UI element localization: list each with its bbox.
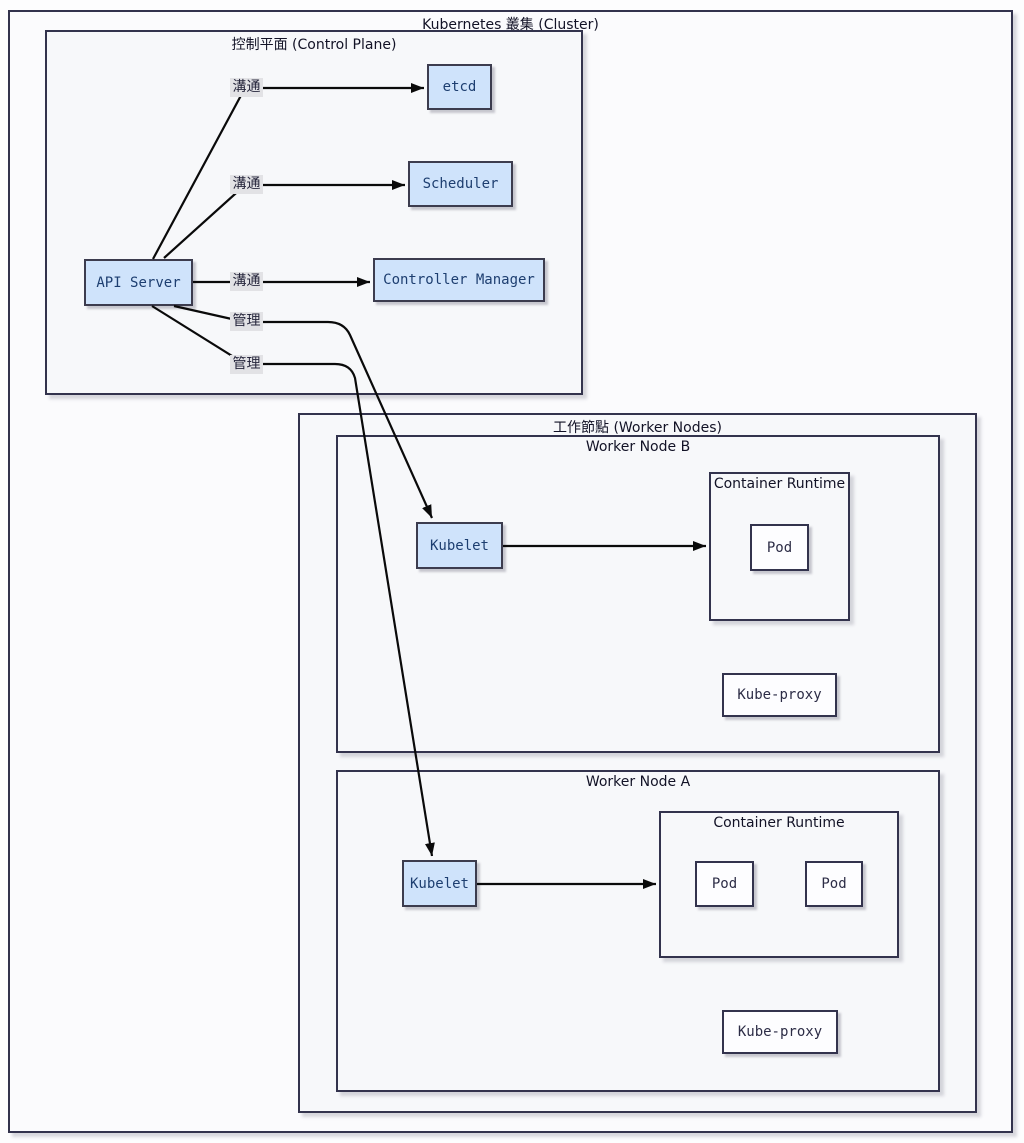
api-server-node: API Server	[84, 259, 193, 306]
pod-a1-node: Pod	[695, 861, 754, 907]
kubelet-b-node: Kubelet	[416, 522, 503, 569]
edge-label-communicate-controller-manager: 溝通	[230, 272, 263, 291]
cluster-title: Kubernetes 叢集 (Cluster)	[422, 17, 599, 33]
worker-node-b-title: Worker Node B	[585, 439, 691, 455]
pod-b-node: Pod	[750, 524, 809, 571]
worker-nodes-title: 工作節點 (Worker Nodes)	[553, 420, 722, 436]
edge-label-manage-kubelet-b: 管理	[230, 312, 263, 331]
kube-proxy-a-node: Kube-proxy	[722, 1010, 838, 1054]
control-plane-box: 控制平面 (Control Plane)	[45, 30, 583, 395]
controller-manager-node: Controller Manager	[373, 258, 545, 302]
edge-label-manage-kubelet-a: 管理	[230, 355, 263, 374]
edge-label-communicate-etcd: 溝通	[230, 78, 263, 97]
scheduler-node: Scheduler	[408, 161, 513, 207]
kubelet-a-node: Kubelet	[402, 860, 477, 907]
container-runtime-b-title: Container Runtime	[713, 476, 846, 492]
etcd-node: etcd	[427, 64, 492, 110]
worker-node-a-title: Worker Node A	[585, 774, 691, 790]
control-plane-title: 控制平面 (Control Plane)	[231, 37, 397, 53]
container-runtime-a-title: Container Runtime	[713, 815, 845, 831]
edge-label-communicate-scheduler: 溝通	[230, 175, 263, 194]
pod-a2-node: Pod	[805, 861, 863, 907]
kube-proxy-b-node: Kube-proxy	[722, 673, 837, 717]
